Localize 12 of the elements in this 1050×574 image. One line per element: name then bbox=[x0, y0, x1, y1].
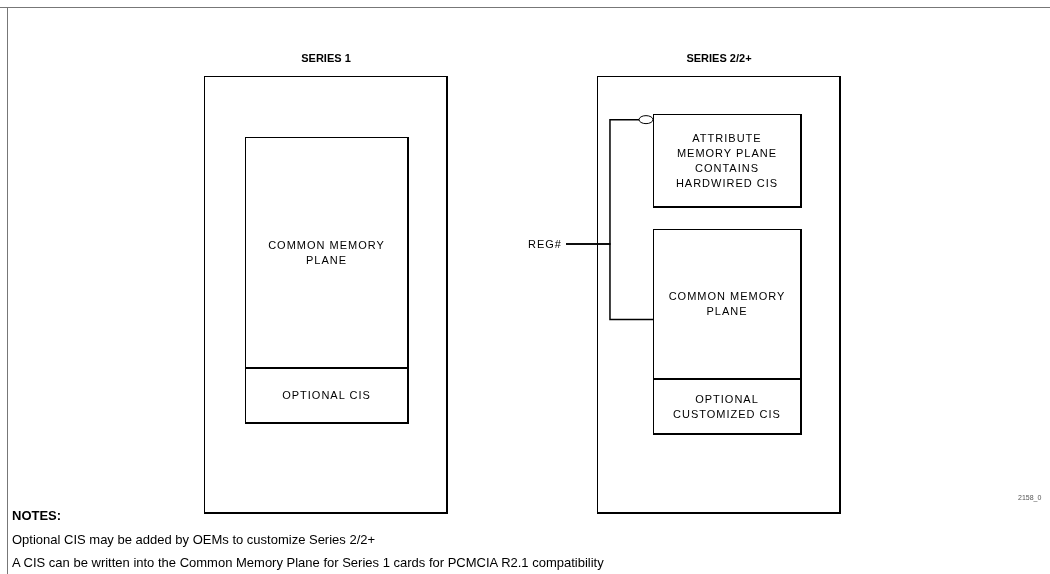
note-text: Optional CIS may be added by OEMs to customize Series 2/2+ bbox=[12, 532, 376, 547]
memory-block: COMMON MEMORY PLANE bbox=[653, 229, 802, 380]
memory-block: OPTIONAL CIS bbox=[245, 368, 409, 424]
card-heading: SERIES 2/2+ bbox=[686, 52, 752, 64]
memory-block: OPTIONAL CUSTOMIZED CIS bbox=[653, 379, 802, 435]
note-text: A CIS can be written into the Common Memory Plane for Series 1 cards for PCMCIA R2.1 compatibility bbox=[12, 555, 604, 570]
memory-block: COMMON MEMORY PLANE bbox=[245, 137, 409, 369]
card-heading: SERIES 1 bbox=[301, 52, 351, 64]
signal-line bbox=[565, 243, 654, 321]
notes-heading: NOTES: bbox=[12, 508, 62, 523]
signal-label: REG# bbox=[528, 234, 562, 254]
memory-block: ATTRIBUTE MEMORY PLANE CONTAINS HARDWIRED CIS bbox=[653, 114, 802, 208]
